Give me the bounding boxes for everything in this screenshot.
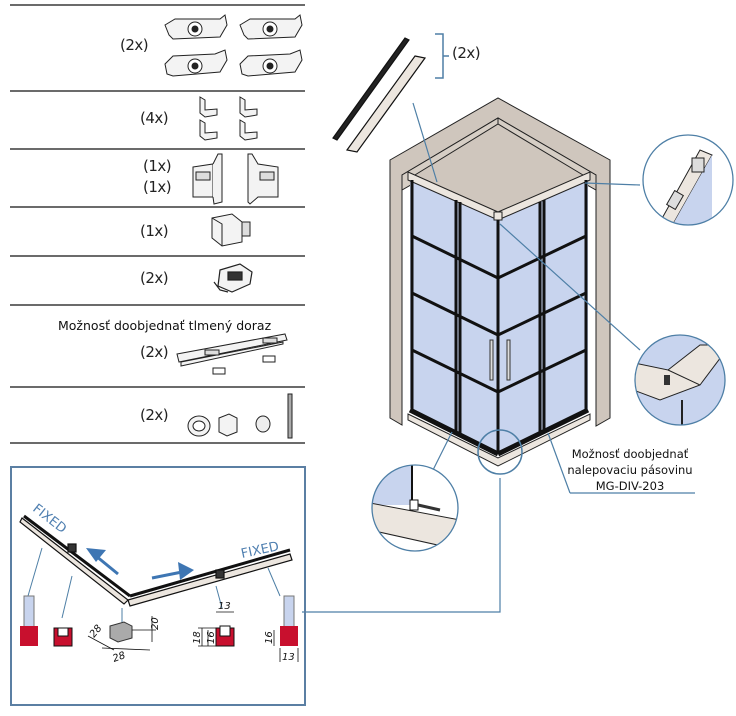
quantity-label: (2x) — [140, 269, 169, 287]
dim-fixed-height: 16 — [264, 631, 275, 644]
callout-line: nalepovaciu pásovinu — [567, 463, 693, 477]
leader-lines — [302, 102, 695, 613]
damper-rail-icon — [176, 333, 288, 375]
quantity-label: (1x) — [140, 222, 169, 240]
detail-bottom-magnifier — [371, 464, 459, 552]
damper-note: Možnosť doobjednať tlmený doraz — [58, 318, 272, 333]
divider — [10, 304, 305, 306]
base-profile — [407, 413, 591, 467]
profile-detail-panel — [10, 466, 306, 706]
profile-detail-drawing: FIXED FIXED 20 28 28 — [19, 501, 299, 665]
dim-fixed-width: 13 — [282, 652, 295, 663]
roller-carriage-icon — [164, 14, 303, 77]
bracket-icon — [435, 33, 449, 79]
top-profiles-quantity: (2x) — [452, 44, 481, 62]
slider-profile: 13 18 16 — [192, 601, 235, 647]
divider — [10, 255, 305, 257]
fixed-profile-right: 16 13 — [264, 595, 299, 663]
handle-set-icon — [187, 393, 293, 439]
tape-callout: Možnosť doobjednať nalepovaciu pásovinu … — [560, 446, 700, 494]
quantity-label: (2x) — [140, 343, 169, 361]
divider — [10, 386, 305, 388]
detail-roller-magnifier — [642, 134, 734, 226]
dim-guide-inner-height: 16 — [206, 631, 217, 644]
angle-bracket-icon — [199, 96, 258, 141]
divider — [10, 90, 305, 92]
door-handles — [489, 339, 511, 381]
top-profiles-illustration — [332, 33, 449, 153]
detail-corner-magnifier — [634, 334, 726, 426]
wall-profile-icon — [192, 153, 279, 205]
quantity-label: (2x) — [120, 36, 149, 54]
dim-corner-height: 20 — [150, 617, 161, 630]
detail-marker-circle — [477, 429, 523, 475]
slide-arrows — [86, 548, 194, 580]
arrow-left-icon — [86, 548, 106, 562]
frame-bars — [408, 180, 590, 457]
divider — [10, 148, 305, 150]
dim-corner-width: 28 — [111, 650, 127, 665]
divider — [10, 4, 305, 6]
panel-leaders — [27, 547, 281, 626]
quantity-label: (4x) — [140, 109, 169, 127]
arrow-right-icon — [178, 562, 194, 580]
door-profile-left — [53, 627, 73, 647]
divider — [10, 442, 305, 444]
callout-line: Možnosť doobjednať — [571, 447, 689, 461]
quantity-label: (1x) — [143, 178, 172, 196]
corner-connector-dim: 20 28 28 — [87, 616, 161, 665]
quantity-label: (1x) — [143, 157, 172, 175]
top-rail — [407, 171, 591, 221]
fixed-profile-left — [20, 595, 38, 646]
door-guide-icon — [213, 263, 253, 293]
callout-line: MG-DIV-203 — [595, 479, 665, 493]
dim-guide-outer-height: 18 — [192, 631, 203, 644]
dim-guide-width: 13 — [218, 601, 231, 612]
corner-connector-icon — [211, 213, 251, 247]
divider — [10, 206, 305, 208]
rail-profiles — [19, 514, 293, 607]
quantity-label: (2x) — [140, 406, 169, 424]
